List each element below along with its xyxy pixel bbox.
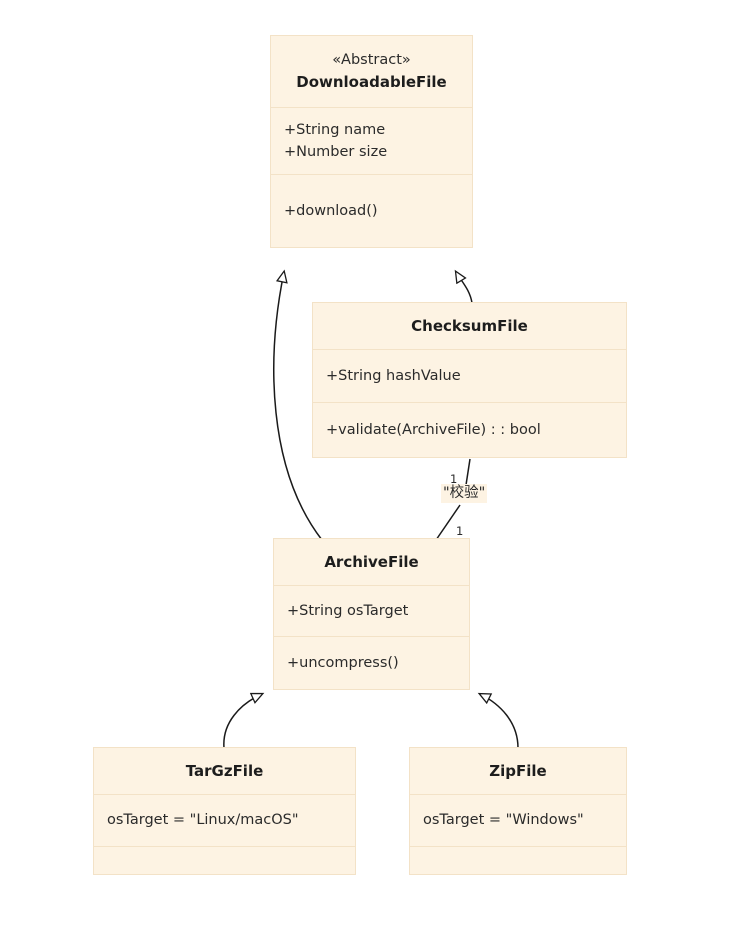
class-name: ArchiveFile [324, 552, 419, 571]
method-row: +validate(ArchiveFile) : : bool [326, 421, 541, 438]
class-title-compartment: ArchiveFile [274, 539, 469, 586]
class-attributes-compartment: +String hashValue [313, 350, 626, 403]
class-name: ZipFile [489, 761, 547, 780]
attribute-row: +Number size [284, 144, 388, 160]
class-name: DownloadableFile [296, 72, 447, 91]
attribute-row: osTarget = "Linux/macOS" [107, 812, 299, 829]
class-title-compartment: ChecksumFile [313, 303, 626, 351]
class-stereotype: «Abstract» [332, 51, 411, 68]
class-archivefile[interactable]: ArchiveFile +String osTarget +uncompress… [273, 538, 470, 690]
class-methods-compartment: +uncompress() [274, 637, 469, 689]
class-attributes-compartment: osTarget = "Linux/macOS" [94, 795, 355, 847]
attribute-row: +String name [284, 121, 386, 138]
method-row: +uncompress() [287, 654, 399, 671]
method-row: +download() [284, 202, 378, 219]
association-multiplicity-target: 1 [456, 524, 464, 538]
class-name: TarGzFile [185, 761, 264, 780]
association-label: "校验" [441, 484, 488, 503]
attribute-row: osTarget = "Windows" [423, 812, 584, 829]
class-methods-compartment: +download() [271, 175, 472, 247]
class-attributes-compartment: +String osTarget [274, 586, 469, 638]
class-checksumfile[interactable]: ChecksumFile +String hashValue +validate… [312, 302, 627, 458]
attribute-row: +String hashValue [326, 367, 461, 384]
class-title-compartment: TarGzFile [94, 748, 355, 795]
association-multiplicity-source: 1 [450, 472, 458, 486]
class-methods-compartment [410, 847, 626, 874]
class-title-compartment: «Abstract» DownloadableFile [271, 36, 472, 109]
class-targzfile[interactable]: TarGzFile osTarget = "Linux/macOS" [93, 747, 356, 875]
class-methods-compartment: +validate(ArchiveFile) : : bool [313, 403, 626, 457]
generalization-checksumfile-downloadablefile [454, 269, 473, 304]
class-methods-compartment [94, 847, 355, 874]
class-attributes-compartment: osTarget = "Windows" [410, 795, 626, 847]
class-name: ChecksumFile [411, 316, 528, 335]
class-attributes-compartment: +String name +Number size [271, 108, 472, 175]
attribute-row: +String osTarget [287, 602, 409, 619]
class-zipfile[interactable]: ZipFile osTarget = "Windows" [409, 747, 627, 875]
generalization-targzfile-archivefile [223, 692, 265, 749]
association-checksumfile-archivefile-upper [465, 458, 471, 486]
generalization-zipfile-archivefile [477, 692, 519, 749]
class-downloadablefile[interactable]: «Abstract» DownloadableFile +String name… [270, 35, 473, 248]
class-title-compartment: ZipFile [410, 748, 626, 795]
